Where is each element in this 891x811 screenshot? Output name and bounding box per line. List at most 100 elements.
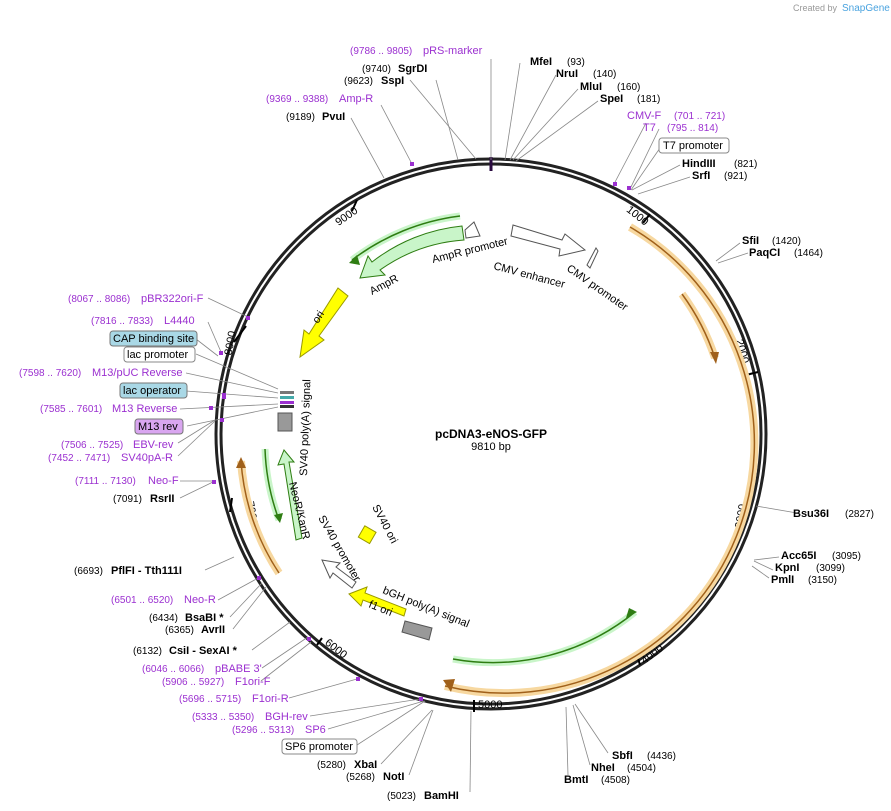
enzyme-srfi: SrfI <box>692 170 710 182</box>
primer-bgh-rev: BGH-rev <box>265 711 308 723</box>
enzyme-pvui: PvuI <box>322 111 345 123</box>
primer-neo-f: Neo-F <box>148 475 179 487</box>
enzyme-kpni: KpnI <box>775 562 799 574</box>
boxlabel-lac-operator: lac operator <box>123 385 181 397</box>
primer-m13puc: M13/pUC Reverse <box>92 367 182 379</box>
green-arc-top-head <box>349 255 360 265</box>
primer-ebv-rev: EBV-rev <box>133 439 174 451</box>
primer-cmv-f: CMV-F <box>627 110 662 122</box>
tick-label-5000: 5000 <box>478 699 502 711</box>
primer-l4440: L4440 <box>164 315 195 327</box>
primer-cmv-f-range: (701 .. 721) <box>674 111 725 122</box>
enzyme-rsrii-pos: (7091) <box>113 494 142 505</box>
label-sv40-polya: SV40 poly(A) signal <box>298 379 313 476</box>
enzyme-bmti-pos: (4508) <box>601 775 630 786</box>
enzyme-avrii: AvrII <box>201 624 225 636</box>
enzyme-csii-pos: (6132) <box>133 646 162 657</box>
primer-l4440-range: (7816 .. 7833) <box>91 316 153 327</box>
enzyme-mlui-pos: (160) <box>617 82 640 93</box>
enzyme-pflfi-pos: (6693) <box>74 566 103 577</box>
orf-arc-left-head <box>236 457 246 468</box>
feature-lac-cluster <box>280 391 294 408</box>
primer-neo-f-range: (7111 .. 7130) <box>75 476 136 487</box>
enzyme-bamhi: BamHI <box>424 790 459 802</box>
boxlabel-lac-promoter: lac promoter <box>127 349 188 361</box>
enzyme-bsu36i: Bsu36I <box>793 508 829 520</box>
green-arc-bottom-line <box>452 611 636 664</box>
enzyme-sbfi-pos: (4436) <box>647 751 676 762</box>
primer-f1ori-r-range: (5696 .. 5715) <box>179 694 241 705</box>
primer-t7-range: (795 .. 814) <box>667 123 718 134</box>
boxlabel-m13-rev: M13 rev <box>138 421 178 433</box>
orf-arc-outer-line <box>444 226 756 694</box>
orf-arc-left-line <box>240 460 280 574</box>
enzyme-hindiii-pos: (821) <box>734 159 757 170</box>
enzyme-paqci-pos: (1464) <box>794 248 823 259</box>
primer-prs-marker-range: (9786 .. 9805) <box>350 46 412 57</box>
enzyme-bmti: BmtI <box>564 774 588 786</box>
primer-f1ori-f: F1ori-F <box>235 676 271 688</box>
enzyme-pflfi: PflFI - Tth111I <box>111 565 182 577</box>
plasmid-name: pcDNA3-eNOS-GFP <box>435 427 547 441</box>
enzyme-sgrdi-pos: (9740) <box>362 64 391 75</box>
primer-sp6: SP6 <box>305 724 326 736</box>
enzyme-sspi: SspI <box>381 75 404 87</box>
enzyme-mlui: MluI <box>580 81 602 93</box>
enzyme-mfei-pos: (93) <box>567 57 585 68</box>
feature-bgh-polya <box>401 620 433 641</box>
enzyme-xbai: XbaI <box>354 759 377 771</box>
enzyme-hindiii: HindIII <box>682 158 716 170</box>
label-sv40-ori: SV40 ori <box>369 503 399 546</box>
label-cmv-promoter: CMV promoter <box>564 263 630 314</box>
enzyme-csii: CsiI - SexAI * <box>169 645 238 657</box>
feature-cmv-enhancer <box>510 224 587 257</box>
enzyme-paqci: PaqCI <box>749 247 780 259</box>
primer-neo-r-range: (6501 .. 6520) <box>111 595 173 606</box>
primer-m13rev: M13 Reverse <box>112 403 177 415</box>
enzyme-acc65i-pos: (3095) <box>832 551 861 562</box>
enzyme-pmli: PmlI <box>771 574 794 586</box>
label-neor-kanr: NeoR/KanR <box>286 481 312 541</box>
primer-sv40pa-r-range: (7452 .. 7471) <box>48 453 110 464</box>
primer-m13rev-range: (7585 .. 7601) <box>40 404 102 415</box>
primer-f1ori-f-range: (5906 .. 5927) <box>162 677 224 688</box>
leader-lines <box>177 59 798 793</box>
enzyme-ntui-pos: (140) <box>593 69 616 80</box>
feature-f1-ori <box>348 586 407 617</box>
primer-pbr322ori-f: pBR322ori-F <box>141 293 204 305</box>
primer-amp-r-range: (9369 .. 9388) <box>266 94 328 105</box>
primer-marks <box>209 162 631 701</box>
plasmid-size: 9810 bp <box>471 441 511 453</box>
enzyme-rsrii: RsrII <box>150 493 174 505</box>
primer-bgh-rev-range: (5333 .. 5350) <box>192 712 254 723</box>
feature-neor-kanr <box>277 449 303 541</box>
label-ori: ori <box>310 309 327 326</box>
box-m13-rev <box>134 418 184 435</box>
enzyme-srfi-pos: (921) <box>724 171 747 182</box>
enzyme-sgrdi: SgrDI <box>398 63 427 75</box>
label-cmv-enhancer: CMV enhancer <box>492 260 566 291</box>
box-t7-promoter <box>658 137 730 154</box>
feature-sv40-promoter <box>321 559 357 589</box>
primer-ebv-rev-range: (7506 .. 7525) <box>61 440 123 451</box>
enzyme-sspi-pos: (9623) <box>344 76 373 87</box>
enzyme-bsu36i-pos: (2827) <box>845 509 874 520</box>
boxlabel-t7-promoter: T7 promoter <box>663 140 723 152</box>
enzyme-ntui: NruI <box>556 68 578 80</box>
green-arc-left-head <box>274 513 283 523</box>
tick-label-9000: 9000 <box>333 205 360 229</box>
credit-prefix: Created by <box>793 3 838 13</box>
enzyme-pvui-pos: (9189) <box>286 112 315 123</box>
feature-ori <box>299 287 349 359</box>
orf-arc-outer-head <box>443 679 455 692</box>
enzyme-sfii: SfiI <box>742 235 759 247</box>
enzyme-bsabi-pos: (6434) <box>149 613 178 624</box>
feature-cmv-promoter <box>586 247 599 269</box>
box-sp6-promoter <box>281 738 358 755</box>
enzyme-bsabi: BsaBI * <box>185 612 224 624</box>
feature-sv40-ori <box>357 525 377 545</box>
primer-pbabe3-range: (6046 .. 6066) <box>142 664 204 675</box>
primer-pbabe3: pBABE 3' <box>215 663 262 675</box>
enzyme-kpni-pos: (3099) <box>816 563 845 574</box>
